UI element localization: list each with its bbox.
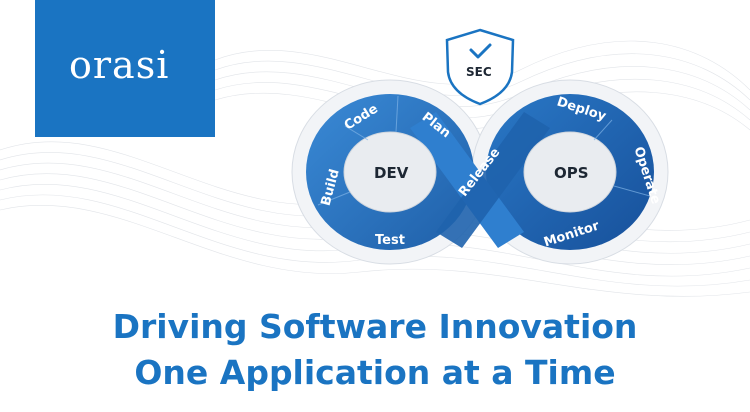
logo-wordmark: orasi [69,43,170,87]
sec-label: SEC [466,65,492,79]
headline-line-1: Driving Software Innovation [112,307,638,346]
stage-test: Test [375,233,405,248]
orasi-logo[interactable]: orasi [35,0,215,137]
ops-label: OPS [554,164,589,182]
dev-label: DEV [374,164,409,182]
headline-line-2: One Application at a Time [134,353,616,392]
shield-check-icon [445,28,515,106]
